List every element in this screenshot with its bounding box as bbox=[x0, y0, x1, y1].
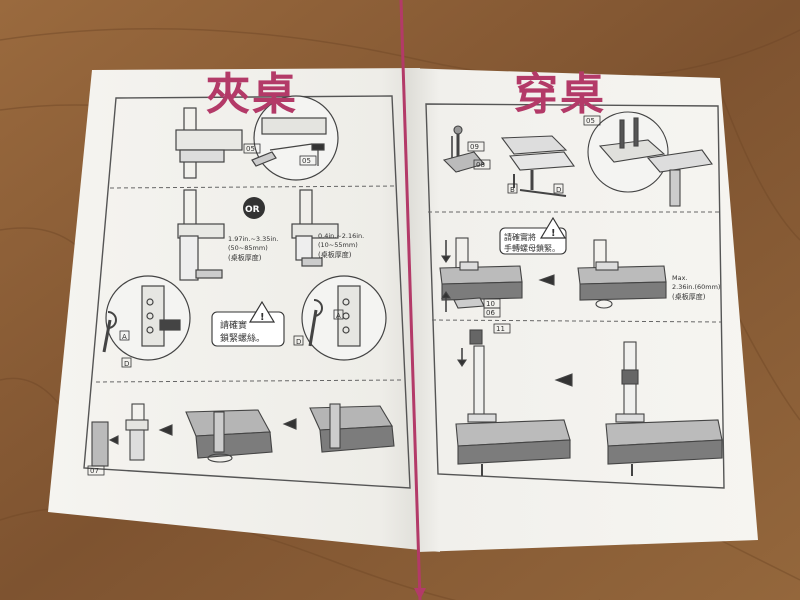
letter-D1-box bbox=[121, 357, 132, 368]
label-07: 07 bbox=[90, 467, 99, 475]
letter-A1: A bbox=[122, 333, 127, 341]
label-08: 08 bbox=[476, 161, 485, 169]
fold-arrow-icon bbox=[414, 588, 426, 600]
through-desk-parts-illustration bbox=[442, 111, 713, 207]
letter-B-box bbox=[507, 183, 518, 194]
label-05-a: 05 bbox=[246, 145, 255, 153]
letter-D: D bbox=[556, 186, 561, 194]
range1-label: (桌板厚度) bbox=[228, 253, 262, 262]
letter-B: B bbox=[510, 186, 515, 194]
label-05-b-box bbox=[299, 155, 317, 166]
label-05-right-box bbox=[583, 115, 601, 126]
clamp-desk-sequence bbox=[91, 403, 395, 467]
range1-line2: (50~85mm) bbox=[228, 244, 268, 252]
or-badge-label: OR bbox=[245, 205, 260, 215]
warning-triangle-icon-right bbox=[539, 216, 567, 239]
pole-install-illustration bbox=[455, 329, 723, 476]
max-line1: Max. bbox=[672, 274, 688, 282]
right-frame bbox=[425, 103, 725, 489]
warning-exclaim: ! bbox=[260, 312, 265, 323]
right-warning-line1: 請確實將 bbox=[504, 232, 536, 242]
label-11-box bbox=[493, 323, 511, 334]
center-fold-line bbox=[399, 0, 422, 600]
clamp-large-illustration bbox=[102, 189, 225, 361]
letter-D-box bbox=[553, 183, 564, 194]
range2-line2: (10~55mm) bbox=[318, 241, 358, 249]
label-05-a-box bbox=[243, 143, 261, 154]
left-warning-line2: 鎖緊螺絲。 bbox=[220, 332, 265, 344]
max-label: (桌板厚度) bbox=[672, 292, 706, 301]
left-divider-1 bbox=[109, 185, 397, 189]
letter-D1: D bbox=[124, 360, 129, 368]
label-08-box bbox=[473, 159, 491, 170]
label-05-right: 05 bbox=[586, 117, 595, 125]
warning-triangle-icon bbox=[248, 300, 276, 323]
letter-D2: D bbox=[296, 338, 301, 346]
clamp-small-illustration bbox=[291, 189, 387, 361]
through-desk-mount-illustration bbox=[439, 237, 667, 312]
letter-A2: A bbox=[336, 312, 341, 320]
clamp-detail-illustration bbox=[175, 95, 339, 181]
label-09-box bbox=[467, 141, 485, 152]
letter-A1-box bbox=[119, 330, 130, 341]
right-warning-line2: 手轉螺母鎖緊。 bbox=[504, 243, 560, 253]
label-09: 09 bbox=[470, 143, 479, 151]
letter-A2-box bbox=[333, 309, 344, 320]
range2-label: (桌板厚度) bbox=[318, 250, 352, 259]
label-06-box bbox=[483, 307, 501, 318]
warning-exclaim-right: ! bbox=[551, 228, 556, 239]
left-divider-2 bbox=[95, 379, 405, 383]
or-badge bbox=[243, 197, 265, 219]
label-11: 11 bbox=[496, 325, 505, 333]
left-warning-line1: 請確實 bbox=[220, 319, 247, 331]
label-05-b: 05 bbox=[302, 157, 311, 165]
label-06: 06 bbox=[486, 309, 495, 317]
title-grommet-mount: 穿桌 bbox=[514, 69, 606, 120]
letter-D2-box bbox=[293, 335, 304, 346]
max-line2: 2.36in.(60mm) bbox=[672, 283, 720, 291]
title-clamp-mount: 夾桌 bbox=[206, 69, 298, 120]
range2-line1: 0.4in.~2.16in. bbox=[318, 232, 364, 240]
label-07-box bbox=[87, 465, 105, 476]
label-10: 10 bbox=[486, 300, 495, 308]
right-divider-2 bbox=[431, 319, 722, 323]
range1-line1: 1.97in.~3.35in. bbox=[228, 235, 278, 243]
